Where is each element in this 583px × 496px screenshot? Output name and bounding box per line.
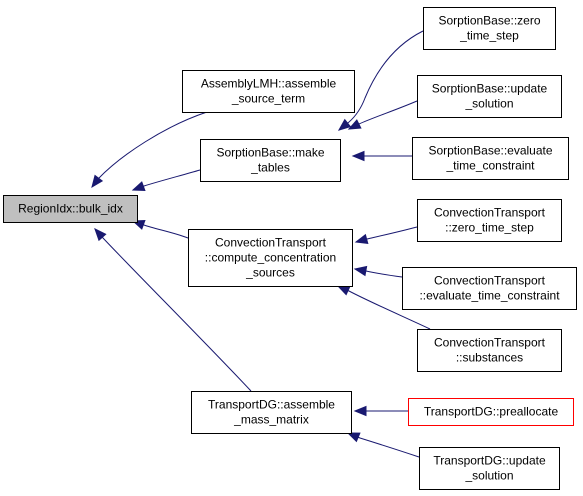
node-sb_update[interactable]: SorptionBase::update_solution <box>417 75 562 118</box>
node-label-line: _solution <box>464 97 513 111</box>
node-label-line: ::zero_time_step <box>445 221 534 235</box>
node-label-line: _time_step <box>459 29 519 43</box>
edge-line <box>347 432 420 458</box>
node-asm_src[interactable]: AssemblyLMH::assemble_source_term <box>182 70 355 113</box>
node-label-line: _source_term <box>231 92 305 106</box>
node-root[interactable]: RegionIdx::bulk_idx <box>3 195 138 223</box>
node-label-line: TransportDG::update <box>433 454 546 468</box>
node-box[interactable] <box>417 329 562 372</box>
edge-mass_matrix-to-root <box>94 228 252 392</box>
edge-arrowhead <box>346 432 361 443</box>
node-label-line: RegionIdx::bulk_idx <box>18 202 123 216</box>
node-label-line: _solution <box>464 469 513 483</box>
node-box[interactable] <box>3 195 138 223</box>
node-label-line: ::compute_concentration <box>205 251 336 265</box>
edge-tdg_update-to-mass_matrix <box>346 432 420 458</box>
edge-arrowhead <box>131 181 146 191</box>
node-tdg_prealloc[interactable]: TransportDG::preallocate <box>408 398 574 426</box>
node-label-line: AssemblyLMH::assemble <box>201 77 337 91</box>
edge-sb_zero-to-make_tables <box>337 30 424 131</box>
edge-arrowhead <box>351 150 365 162</box>
node-ct_eval[interactable]: ConvectionTransport::evaluate_time_const… <box>402 267 577 310</box>
node-label-line: SorptionBase::make <box>216 146 324 160</box>
call-nodes: RegionIdx::bulk_idx AssemblyLMH::assemble… <box>3 7 577 490</box>
node-ct_subst[interactable]: ConvectionTransport::substances <box>417 329 562 372</box>
node-label-line: ::substances <box>456 351 523 365</box>
edge-line <box>132 220 189 239</box>
node-label-line: ConvectionTransport <box>434 274 546 288</box>
edge-line <box>132 169 201 191</box>
edge-ct_eval-to-conc_src <box>353 265 403 278</box>
edge-line <box>337 285 431 330</box>
node-label-line: _time_constraint <box>445 159 535 173</box>
node-label-line: _tables <box>250 161 290 175</box>
edge-sb_eval-to-make_tables <box>351 150 413 162</box>
node-label-line: ConvectionTransport <box>215 236 327 250</box>
node-box[interactable] <box>200 139 341 182</box>
node-sb_zero[interactable]: SorptionBase::zero_time_step <box>423 7 556 50</box>
node-label-line: ConvectionTransport <box>434 336 546 350</box>
call-edges <box>91 30 431 458</box>
edge-arrowhead <box>337 118 352 131</box>
node-label-line: TransportDG::preallocate <box>424 405 559 419</box>
node-mass_matrix[interactable]: TransportDG::assemble_mass_matrix <box>191 391 352 434</box>
node-label-line: SorptionBase::zero <box>438 14 540 28</box>
edge-line <box>94 228 252 392</box>
node-box[interactable] <box>417 75 562 118</box>
edge-sb_update-to-make_tables <box>347 100 418 130</box>
edge-arrowhead <box>353 265 368 277</box>
node-conc_src[interactable]: ConvectionTransport::compute_concentrati… <box>188 229 353 287</box>
node-make_tables[interactable]: SorptionBase::make_tables <box>200 139 341 182</box>
node-sb_eval[interactable]: SorptionBase::evaluate_time_constraint <box>412 137 569 180</box>
node-box[interactable] <box>191 391 352 434</box>
node-box[interactable] <box>423 7 556 50</box>
edge-arrowhead <box>347 119 362 130</box>
edge-make_tables-to-root <box>131 169 201 191</box>
node-ct_zero[interactable]: ConvectionTransport::zero_time_step <box>417 199 562 242</box>
edge-asm_src-to-root <box>91 111 208 189</box>
node-box[interactable] <box>412 137 569 180</box>
edge-tdg_prealloc-to-mass_matrix <box>353 405 409 417</box>
node-box[interactable] <box>417 199 562 242</box>
node-label-line: TransportDG::assemble <box>208 398 335 412</box>
edge-conc_src-to-root <box>131 220 189 239</box>
node-label-line: _sources <box>245 266 295 280</box>
node-box[interactable] <box>408 398 574 426</box>
node-tdg_update[interactable]: TransportDG::update_solution <box>419 447 560 490</box>
node-box[interactable] <box>402 267 577 310</box>
node-box[interactable] <box>419 447 560 490</box>
edge-arrowhead <box>354 233 369 245</box>
node-box[interactable] <box>188 229 353 287</box>
edge-ct_zero-to-conc_src <box>354 226 418 245</box>
edge-arrowhead <box>91 174 104 189</box>
edge-line <box>338 30 424 131</box>
node-label-line: ConvectionTransport <box>434 206 546 220</box>
node-box[interactable] <box>182 70 355 113</box>
edge-arrowhead <box>353 405 367 417</box>
node-label-line: SorptionBase::evaluate <box>428 144 552 158</box>
node-label-line: ::evaluate_time_constraint <box>419 289 560 303</box>
node-label-line: _mass_matrix <box>233 413 309 427</box>
edge-arrowhead <box>94 228 107 242</box>
node-label-line: SorptionBase::update <box>432 82 548 96</box>
edge-line <box>91 111 208 188</box>
edge-arrowhead <box>336 285 351 296</box>
